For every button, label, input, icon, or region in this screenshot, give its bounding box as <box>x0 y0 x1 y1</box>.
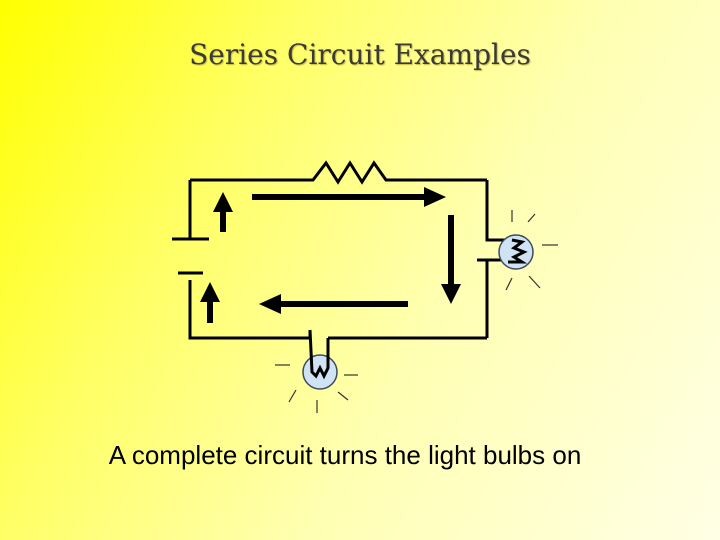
current-arrows <box>200 187 461 323</box>
light-bulb-bottom <box>275 329 358 413</box>
slide-caption: A complete circuit turns the light bulbs… <box>108 440 582 470</box>
top-wire-with-resistor <box>190 160 487 185</box>
arrow-left-icon <box>259 294 408 314</box>
light-bulb-right <box>477 210 558 291</box>
slide-title: Series Circuit Examples <box>189 38 531 71</box>
light-rays-bottom <box>275 364 358 413</box>
right-wire-upper <box>485 180 505 242</box>
arrow-up-icon-upper <box>213 192 233 232</box>
right-wire-lower <box>477 258 489 338</box>
arrow-up-icon-lower <box>200 282 220 323</box>
arrow-right-icon <box>252 187 446 207</box>
light-rays-right <box>505 210 558 291</box>
bottom-wire-left <box>188 280 310 340</box>
circuit-wires <box>188 160 505 340</box>
arrow-down-icon <box>441 215 461 304</box>
battery-symbol <box>172 237 209 275</box>
